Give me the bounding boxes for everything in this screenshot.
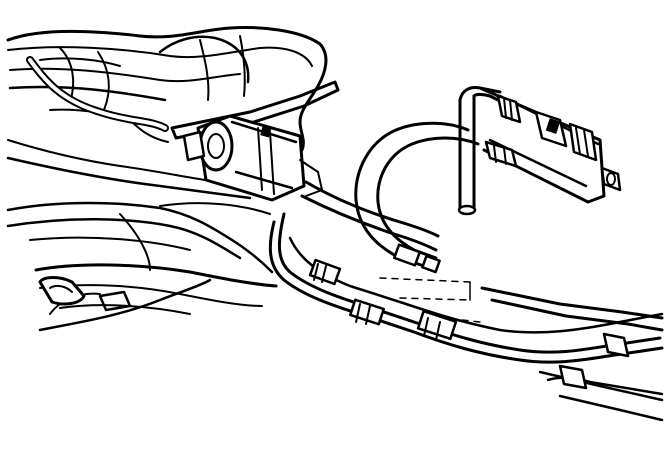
line-connector-3 xyxy=(416,309,458,341)
quick-connect-fitting-3 xyxy=(568,122,598,162)
vent-hose xyxy=(26,56,169,132)
fuel-filter xyxy=(182,114,323,202)
mounting-bracket xyxy=(38,276,132,312)
line-connector-2 xyxy=(349,298,385,326)
side-fitting xyxy=(484,140,518,168)
fuel-tank xyxy=(6,26,328,200)
quick-connect-fitting-1 xyxy=(496,94,522,124)
fuel-line-supply xyxy=(300,180,440,252)
leader-lines xyxy=(379,277,481,323)
quick-connect-fitting-2 xyxy=(534,110,568,148)
frame-rail xyxy=(480,286,664,422)
fuel-line-lower xyxy=(268,212,664,364)
underbody-panel xyxy=(6,201,278,332)
line-connector-1 xyxy=(308,258,342,286)
return-hose xyxy=(354,121,480,274)
end-nut xyxy=(600,166,622,192)
